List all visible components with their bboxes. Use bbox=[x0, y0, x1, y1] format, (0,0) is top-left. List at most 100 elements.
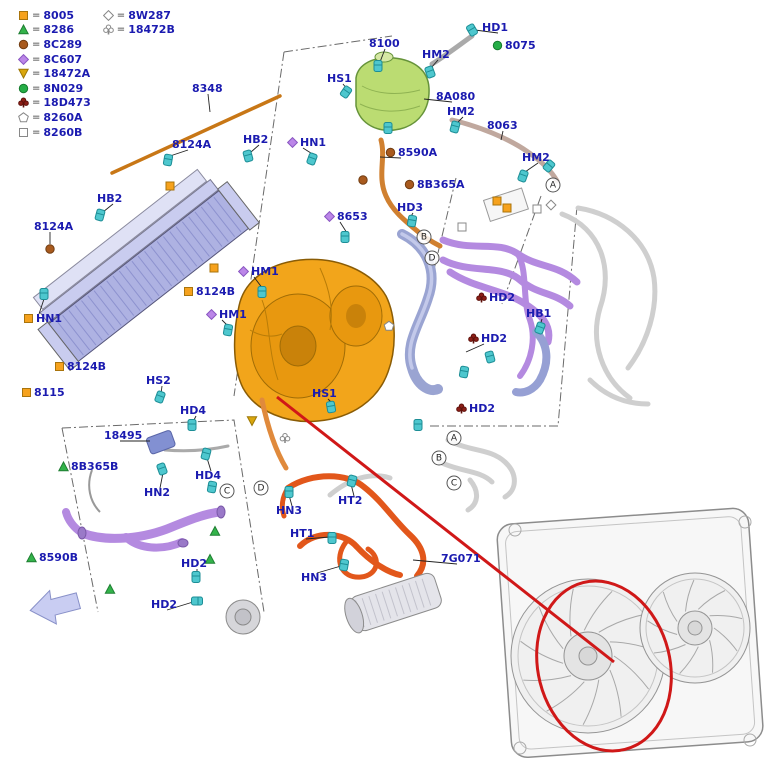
callout-8124b[interactable]: 8124B bbox=[183, 285, 235, 298]
callout-hd2[interactable]: HD2 bbox=[468, 332, 507, 345]
callout-text: 8124A bbox=[172, 138, 212, 151]
callout-hn1[interactable]: HN1 bbox=[287, 136, 326, 149]
callout-8b365b[interactable]: 8B365B bbox=[58, 460, 118, 473]
callout-text: HN3 bbox=[301, 571, 328, 584]
callout-text: HN1 bbox=[300, 136, 327, 149]
highlight-callout-line bbox=[276, 395, 615, 664]
callout-text: 7G071 bbox=[441, 552, 481, 565]
legend-item-8286: =8286 bbox=[18, 23, 91, 38]
hose-clip-icons bbox=[39, 23, 556, 606]
clip-icon bbox=[458, 365, 470, 379]
callout-hm2[interactable]: HM2 bbox=[447, 105, 475, 118]
clip-icon bbox=[340, 231, 350, 243]
di-marker-icon bbox=[18, 53, 29, 65]
callout-8b365a[interactable]: 8B365A bbox=[404, 178, 465, 191]
callout-hd2[interactable]: HD2 bbox=[181, 557, 207, 570]
legend-part-number: 8286 bbox=[43, 23, 75, 37]
legend-equals: = bbox=[32, 24, 41, 36]
legend-item-8c289: =8C289 bbox=[18, 37, 91, 52]
callout-8124a[interactable]: 8124A bbox=[34, 220, 73, 233]
callout-8075[interactable]: 8075 bbox=[492, 39, 536, 52]
callout-hd2[interactable]: HD2 bbox=[476, 291, 515, 304]
callout-hb2[interactable]: HB2 bbox=[97, 192, 122, 205]
clip-icon bbox=[339, 85, 353, 99]
callout-text: HN2 bbox=[144, 486, 171, 499]
callout-hd4[interactable]: HD4 bbox=[195, 469, 221, 482]
callout-text: 8124B bbox=[67, 360, 106, 373]
callout-hs2[interactable]: HS2 bbox=[146, 374, 171, 387]
legend-item-8w287: =8W287 bbox=[102, 8, 175, 23]
aux-cooler bbox=[344, 572, 442, 634]
callout-hb2[interactable]: HB2 bbox=[243, 133, 268, 146]
callout-text: 8063 bbox=[487, 119, 518, 132]
legend-part-number: 8005 bbox=[43, 8, 75, 22]
hose-8b365b bbox=[88, 469, 101, 513]
callout-hs1[interactable]: HS1 bbox=[312, 387, 337, 400]
direction-arrow-icon bbox=[29, 589, 82, 625]
callout-hn1[interactable]: HN1 bbox=[23, 312, 62, 325]
cl-o-marker-icon bbox=[102, 24, 114, 35]
cl-marker-icon bbox=[476, 292, 487, 303]
callout-hm1[interactable]: HM1 bbox=[206, 308, 247, 321]
callout-hn3[interactable]: HN3 bbox=[276, 504, 302, 517]
clip-icon bbox=[39, 288, 49, 300]
callout-hn3[interactable]: HN3 bbox=[301, 571, 327, 584]
callout-text: HS2 bbox=[146, 374, 171, 387]
radiator-hose-blue bbox=[397, 229, 443, 395]
legend-equals: = bbox=[116, 9, 126, 21]
callout-hd2[interactable]: HD2 bbox=[151, 598, 177, 611]
callout-text: 8124A bbox=[34, 220, 74, 233]
callout-hm2[interactable]: HM2 bbox=[522, 151, 550, 164]
clip-icon bbox=[94, 208, 106, 222]
legend-part-number: 8N029 bbox=[43, 81, 84, 95]
legend-part-number: 8C607 bbox=[43, 52, 83, 66]
callout-hn2[interactable]: HN2 bbox=[144, 486, 170, 499]
bracket-plate bbox=[482, 187, 530, 222]
callout-8a080[interactable]: 8A080 bbox=[436, 90, 475, 103]
callout-8348[interactable]: 8348 bbox=[192, 82, 223, 95]
callout-text: 8100 bbox=[369, 37, 400, 50]
legend-item-8c607: =8C607 bbox=[18, 52, 91, 67]
callout-8100[interactable]: 8100 bbox=[369, 37, 400, 50]
callout-8590a[interactable]: 8590A bbox=[385, 146, 437, 159]
di-marker-icon bbox=[287, 137, 298, 148]
clip-icon bbox=[542, 159, 556, 173]
callout-ht2[interactable]: HT2 bbox=[338, 494, 362, 507]
callout-hm2[interactable]: HM2 bbox=[422, 48, 450, 61]
callout-8063[interactable]: 8063 bbox=[487, 119, 518, 132]
callout-8124b[interactable]: 8124B bbox=[54, 360, 106, 373]
callout-18495[interactable]: 18495 bbox=[104, 429, 142, 442]
clip-icon bbox=[413, 419, 423, 431]
callout-text: HD4 bbox=[180, 404, 206, 417]
clip-icon bbox=[338, 558, 350, 572]
callout-text: HS1 bbox=[327, 72, 352, 85]
callout-text: HD2 bbox=[489, 291, 515, 304]
callout-hd4[interactable]: HD4 bbox=[180, 404, 206, 417]
sq-marker-icon bbox=[184, 287, 193, 296]
callout-hd1[interactable]: HD1 bbox=[482, 21, 508, 34]
sq-marker-icon bbox=[19, 10, 28, 20]
callout-hd3[interactable]: HD3 bbox=[397, 201, 423, 214]
clip-icon bbox=[206, 480, 218, 494]
callout-7g071[interactable]: 7G071 bbox=[441, 552, 481, 565]
callout-8124a[interactable]: 8124A bbox=[172, 138, 211, 151]
callout-hs1[interactable]: HS1 bbox=[327, 72, 352, 85]
cl-marker-icon bbox=[18, 97, 29, 108]
legend-equals: = bbox=[32, 126, 41, 138]
callout-text: HM1 bbox=[219, 308, 247, 321]
legend-equals: = bbox=[32, 9, 41, 21]
callout-hm1[interactable]: HM1 bbox=[238, 265, 279, 278]
callout-8653[interactable]: 8653 bbox=[324, 210, 368, 223]
callout-text: 8590A bbox=[398, 146, 438, 159]
callout-8590b[interactable]: 8590B bbox=[26, 551, 78, 564]
legend-equals: = bbox=[32, 68, 41, 80]
callout-ht1[interactable]: HT1 bbox=[290, 527, 314, 540]
ci-gr-marker-icon bbox=[18, 83, 29, 93]
callout-8115[interactable]: 8115 bbox=[21, 386, 65, 399]
callout-hb1[interactable]: HB1 bbox=[526, 307, 551, 320]
callout-hd2[interactable]: HD2 bbox=[456, 402, 495, 415]
callout-text: HD4 bbox=[195, 469, 221, 482]
callout-text: HD2 bbox=[181, 557, 207, 570]
